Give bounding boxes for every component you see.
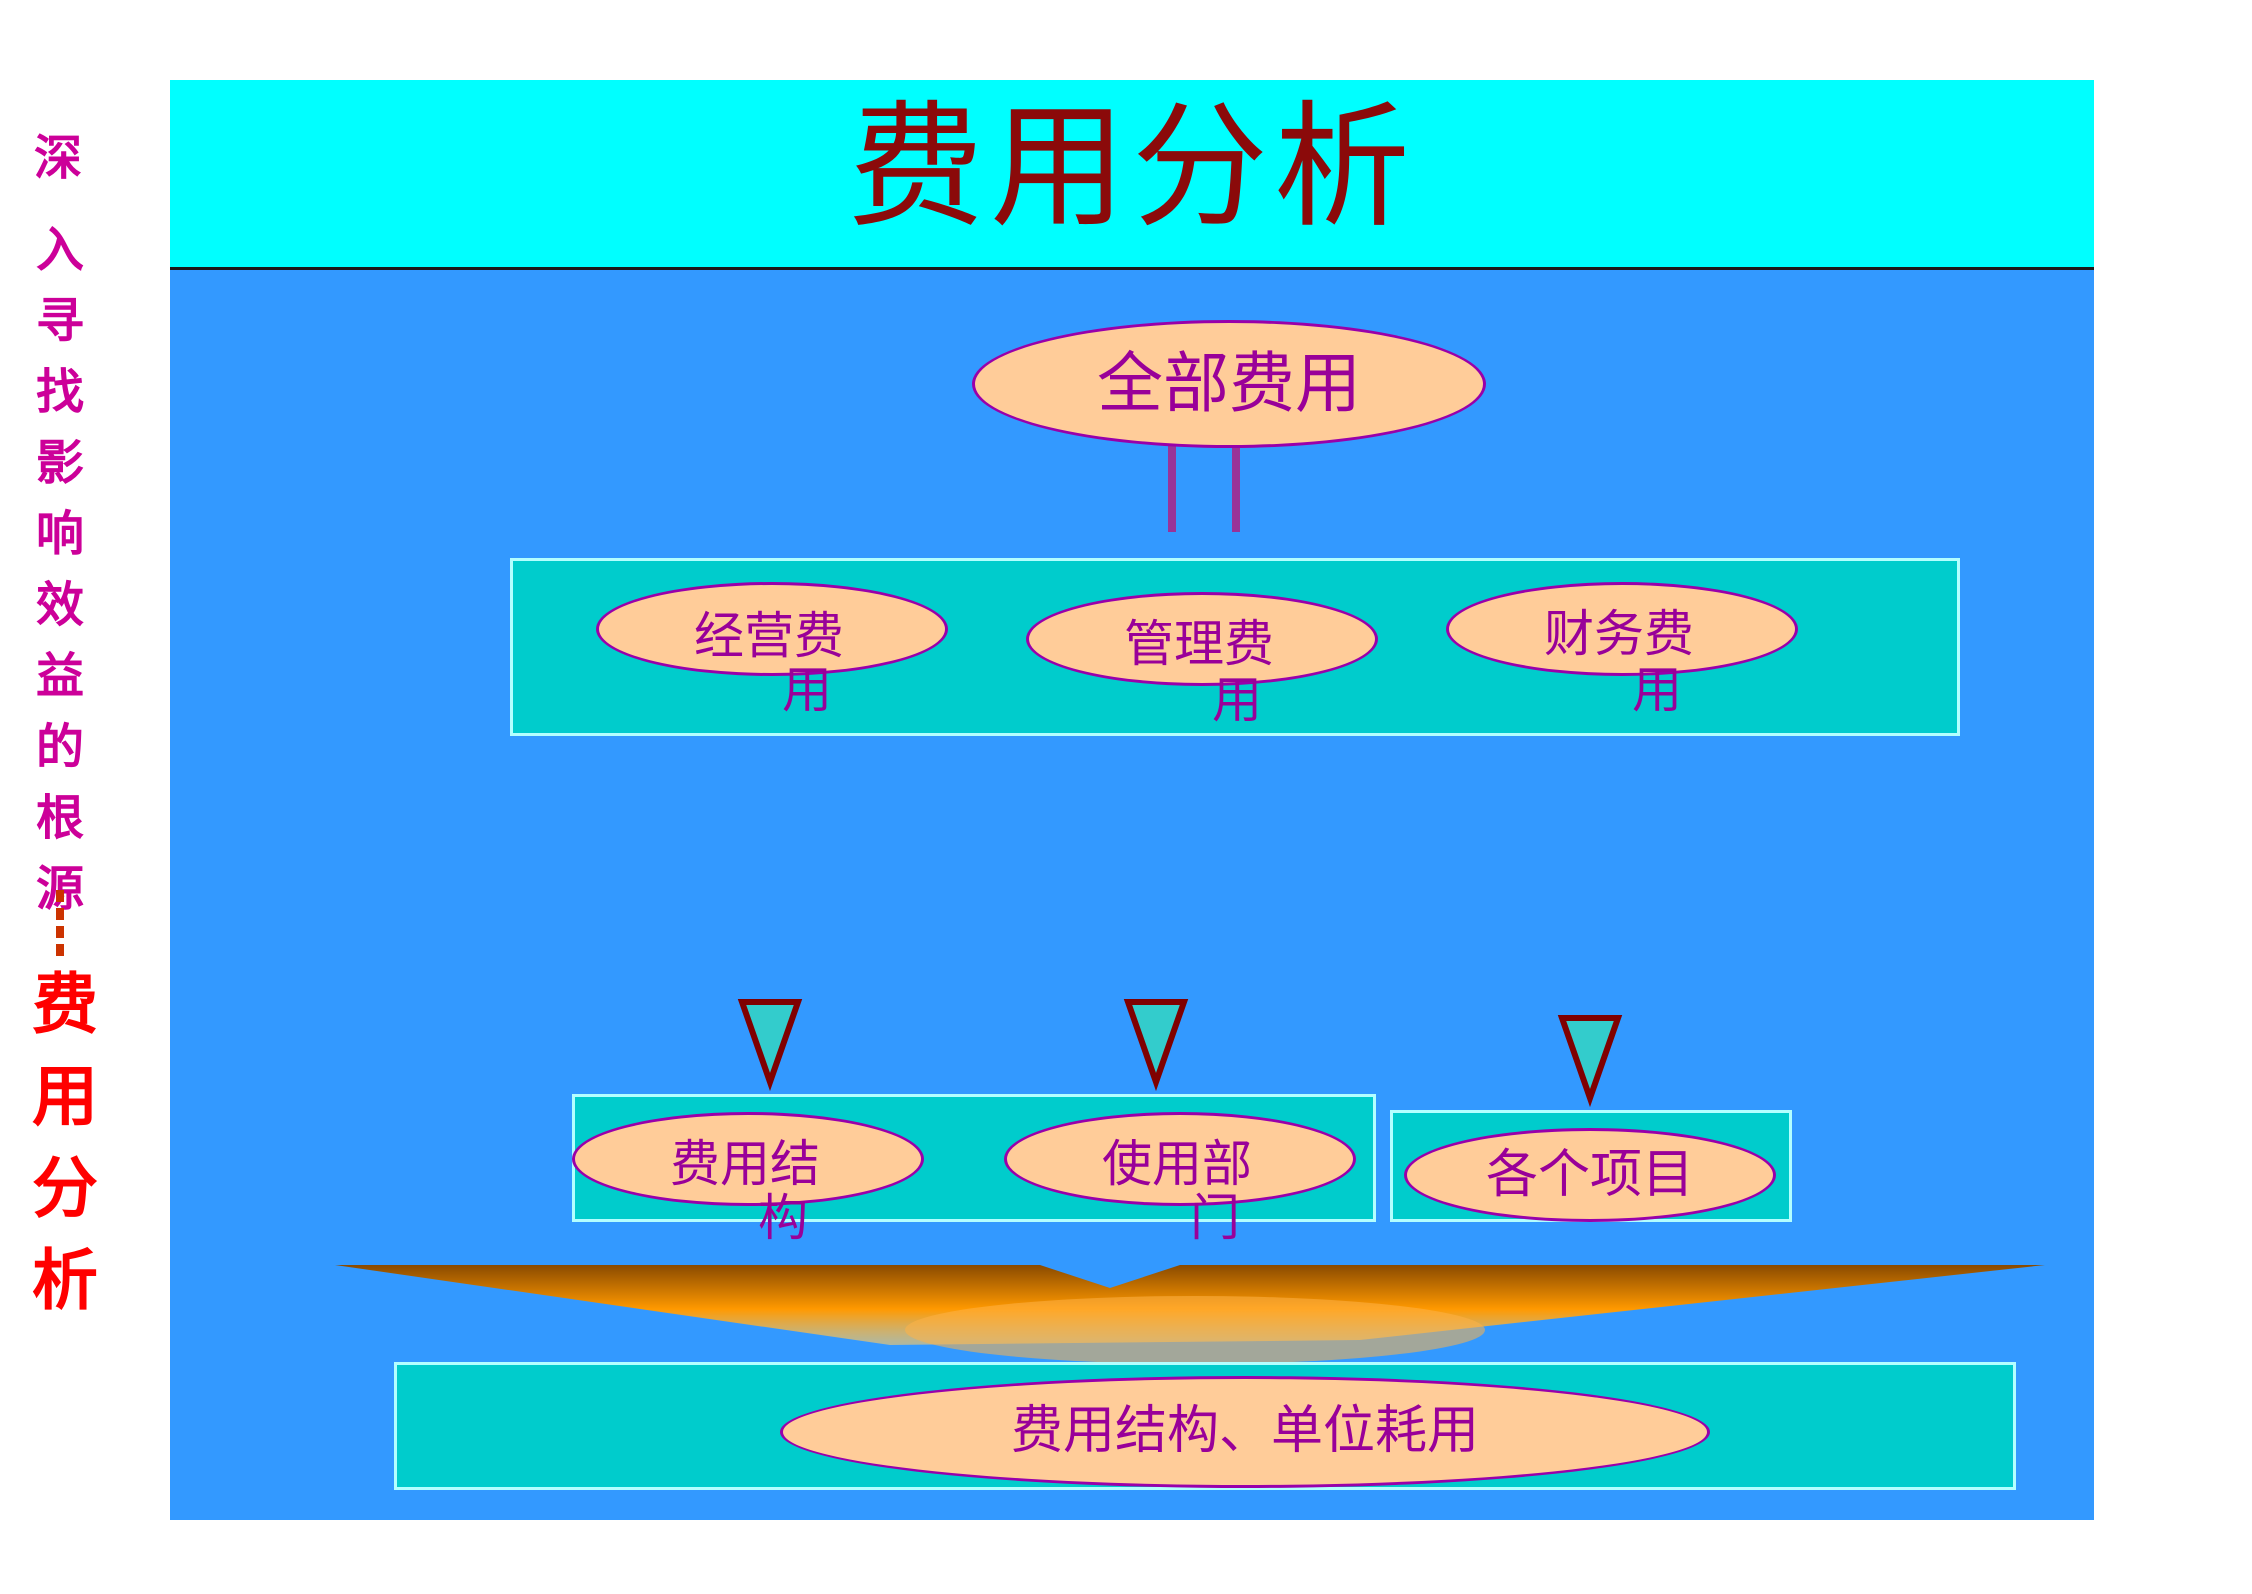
- side-emphasis-char: 析: [32, 1241, 98, 1319]
- down-arrow-icon: [737, 999, 803, 1092]
- node-structure-unit-consumption: 费用结构、单位耗用: [780, 1376, 1710, 1488]
- funnel-glow: [905, 1296, 1485, 1364]
- side-emphasis-char: 费: [32, 965, 98, 1043]
- node-using-department: [1004, 1112, 1356, 1206]
- side-label-char: 入: [35, 222, 84, 278]
- node-using-department-line1: 使用部: [1102, 1135, 1252, 1193]
- side-label-char: 寻: [35, 293, 84, 349]
- node-structure-unit-consumption-label: 费用结构、单位耗用: [1010, 1401, 1479, 1461]
- equals-bar-right: [1232, 438, 1240, 532]
- side-label-char: 根: [35, 790, 84, 846]
- title-bar: 费用分析: [170, 80, 2094, 270]
- node-cost-structure-line2: 构: [758, 1189, 808, 1247]
- side-label: 入 寻 找 影 响 效 益 的 根 源: [30, 215, 90, 925]
- node-operating-cost-line1: 经营费: [694, 607, 844, 665]
- equals-bar-left: [1168, 438, 1176, 532]
- side-label-char: 效: [35, 577, 84, 633]
- down-arrow-icon: [1123, 999, 1189, 1092]
- side-label-char: 响: [35, 506, 84, 562]
- node-total-cost: 全部费用: [972, 320, 1486, 448]
- side-label-char: 找: [35, 364, 84, 420]
- node-operating-cost-line2: 用: [782, 661, 832, 719]
- node-financial-cost: [1446, 582, 1798, 676]
- node-management-cost: [1026, 592, 1378, 686]
- side-dash-divider: [56, 890, 64, 960]
- node-using-department-line2: 门: [1190, 1189, 1240, 1247]
- side-label-emphasis: 费 用 分 析: [30, 958, 100, 1326]
- side-emphasis-char: 分: [32, 1149, 98, 1227]
- side-label-first-char: 深: [34, 130, 83, 186]
- node-management-cost-line2: 用: [1212, 671, 1262, 729]
- side-label-char: 的: [35, 719, 84, 775]
- node-operating-cost: [596, 582, 948, 676]
- node-financial-cost-line1: 财务费: [1544, 605, 1694, 663]
- node-financial-cost-line2: 用: [1632, 661, 1682, 719]
- node-each-item: 各个项目: [1404, 1128, 1776, 1222]
- node-management-cost-line1: 管理费: [1124, 615, 1274, 673]
- node-cost-structure-line1: 费用结: [670, 1135, 820, 1193]
- node-cost-structure: [572, 1112, 924, 1206]
- down-arrow-icon: [1557, 1015, 1623, 1108]
- node-total-cost-label: 全部费用: [1097, 345, 1361, 422]
- node-each-item-label: 各个项目: [1485, 1145, 1694, 1205]
- side-label-char: 影: [35, 435, 84, 491]
- page-title: 费用分析: [848, 89, 1416, 247]
- side-label-char: 益: [35, 648, 84, 704]
- side-emphasis-char: 用: [32, 1057, 98, 1135]
